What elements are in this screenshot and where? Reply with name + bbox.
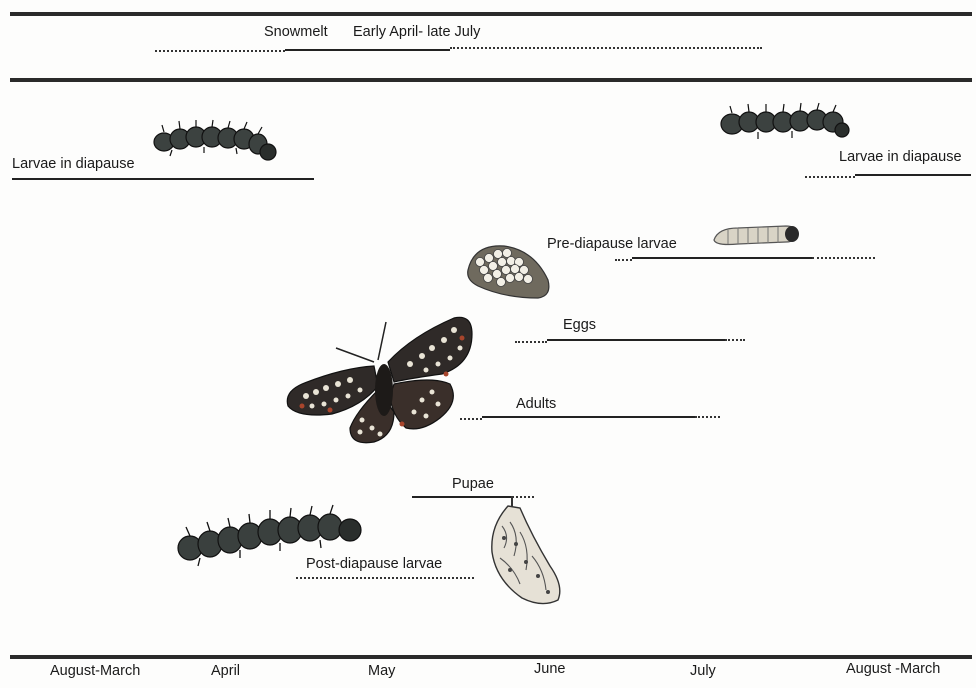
snowmelt-solid-line (285, 49, 450, 51)
egg-cluster-icon (464, 240, 554, 302)
top-rule (10, 12, 972, 16)
snowmelt-dotted-line-right (450, 47, 762, 49)
adults-bar (482, 416, 695, 418)
larvae-diapause-right-dotted (805, 176, 855, 178)
post-diapause-larvae-dotted (296, 577, 474, 579)
pupae-label: Pupae (452, 477, 494, 492)
pre-diapause-dotted-left (615, 259, 632, 261)
snowmelt-range-label: Early April- late July (353, 25, 480, 40)
eggs-label: Eggs (563, 318, 596, 333)
timeline-axis-rule (10, 655, 972, 659)
month-label-august-march: August-March (50, 664, 140, 679)
larvae-diapause-left-bar (12, 178, 314, 180)
month-label-may: May (368, 664, 395, 679)
header-bottom-rule (10, 78, 972, 82)
adults-dotted-right (695, 416, 720, 418)
post-diapause-larvae-label: Post-diapause larvae (306, 557, 442, 572)
larvae-diapause-right-label: Larvae in diapause (839, 150, 962, 165)
month-label-april: April (211, 664, 240, 679)
caterpillar-body (154, 127, 276, 160)
month-label-july: July (690, 664, 716, 679)
butterfly-icon (282, 316, 477, 450)
eggs-bar (547, 339, 725, 341)
hindwing-right (390, 380, 453, 429)
snowmelt-label: Snowmelt (264, 25, 328, 40)
pre-diapause-larvae-label: Pre-diapause larvae (547, 237, 677, 252)
chrysalis-icon (480, 496, 570, 608)
eggs-dotted-left (515, 341, 547, 343)
pre-diapause-larvae-bar (632, 257, 812, 259)
larvae-diapause-right-bar (855, 174, 971, 176)
caterpillar-icon (718, 100, 853, 148)
adults-dotted-left (460, 418, 482, 420)
pale-caterpillar-icon (708, 218, 803, 252)
larvae-diapause-left-label: Larvae in diapause (12, 157, 135, 172)
pre-diapause-dotted-right (812, 257, 875, 259)
eggs-dotted-right (725, 339, 745, 341)
adults-label: Adults (516, 397, 556, 412)
caterpillar-icon (150, 118, 285, 168)
snowmelt-dotted-line-left (155, 50, 285, 52)
month-label-june: June (534, 662, 565, 677)
month-label-august-march-end: August -March (846, 662, 940, 677)
